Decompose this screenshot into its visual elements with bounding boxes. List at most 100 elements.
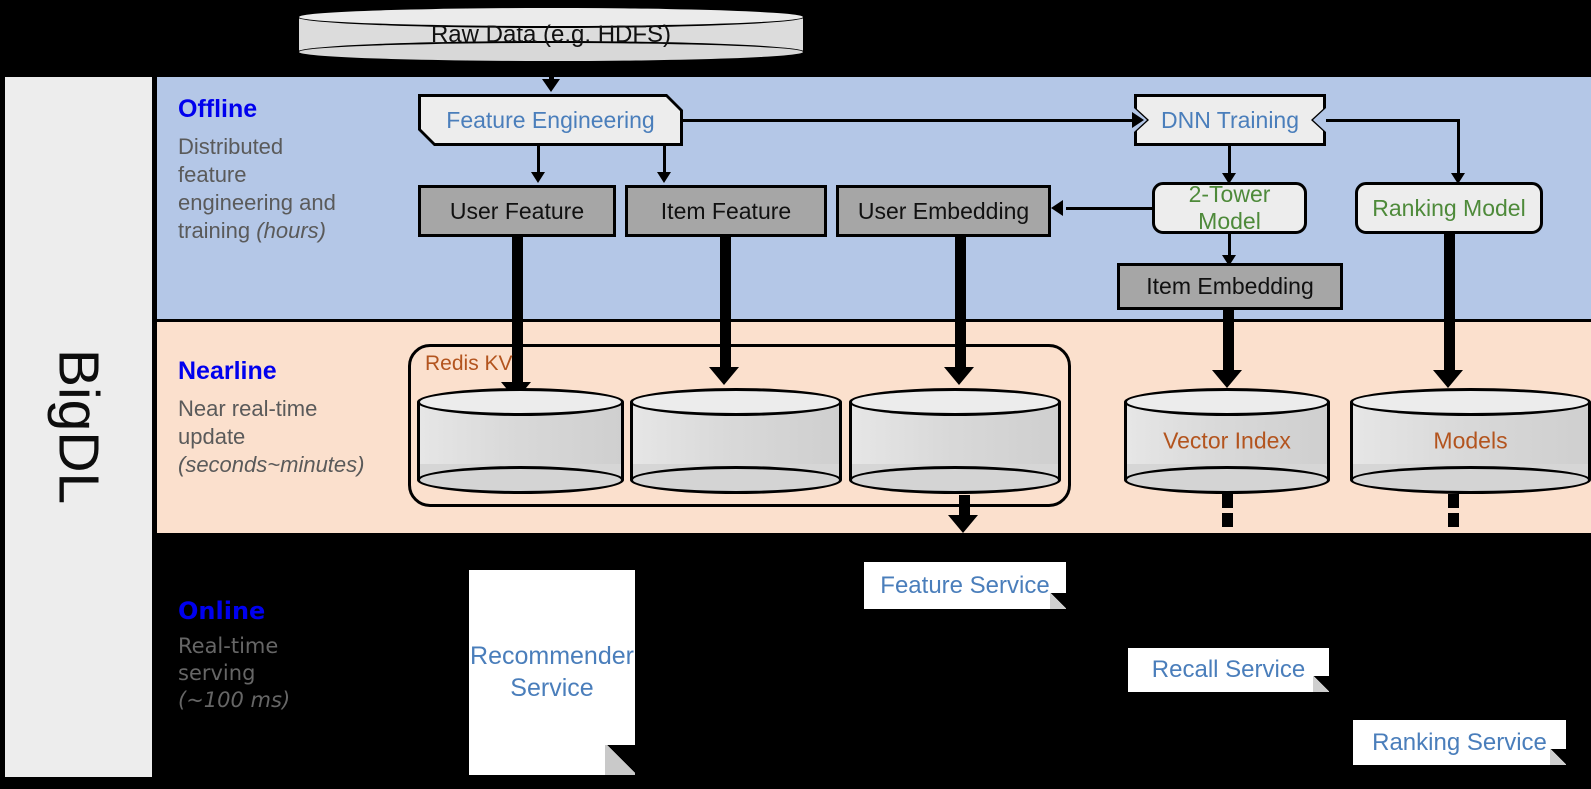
doc-feature-service[interactable]: Feature Service (864, 562, 1066, 609)
nearline-description: Near real-time update (seconds~minutes) (178, 395, 408, 479)
arrowhead-itemfeature-to-store (709, 367, 739, 385)
sidebar-title: BigDL (5, 77, 152, 777)
raw-data-label: Raw Data (e.g. HDFS) (430, 20, 672, 48)
connector-userembedding-to-store (955, 237, 966, 375)
connector-fe-to-itemfeature (663, 146, 666, 175)
arrowhead-dnn-to-twotower (1222, 173, 1236, 184)
cylinder-user-feature-store[interactable] (417, 388, 624, 494)
page-fold-icon (1550, 749, 1566, 765)
doc-ranking-service[interactable]: Ranking Service (1353, 720, 1566, 765)
node-item-embedding[interactable]: Item Embedding (1117, 263, 1343, 310)
online-description-italic: (~100 ms) (178, 688, 291, 713)
offline-description: Distributed feature engineering and trai… (178, 133, 378, 246)
node-item-feature[interactable]: Item Feature (625, 185, 827, 237)
nearline-caption: Nearline Near real-time update (seconds~… (178, 357, 408, 479)
cylinder-bottom (1350, 466, 1591, 494)
arrowhead-fe-to-itemfeature (657, 172, 671, 183)
node-feature-engineering-label-wrap: Feature Engineering (421, 97, 680, 143)
doc-feature-service-label: Feature Service (880, 571, 1050, 599)
arrowhead-twotower-to-userembedding (1051, 200, 1063, 216)
dashed-connector-models-1 (1448, 494, 1459, 508)
cylinder-bottom (417, 466, 624, 494)
sidebar-title-text: BigDL (46, 349, 111, 505)
node-user-embedding[interactable]: User Embedding (836, 185, 1051, 237)
nearline-description-text: Near real-time update (178, 395, 318, 449)
cylinder-vector-index[interactable]: Vector Index (1124, 388, 1330, 494)
node-ranking-model-label: Ranking Model (1372, 194, 1526, 221)
node-two-tower-model-label: 2-Tower Model (1188, 181, 1271, 234)
cylinder-bottom (630, 466, 842, 494)
connector-redis-to-featureservice (959, 495, 970, 520)
arrowhead-itemembedding-to-vectorindex (1212, 370, 1242, 388)
online-title: Online (178, 597, 266, 625)
page-fold-icon (1050, 593, 1066, 609)
cylinder-bottom (297, 41, 805, 63)
cylinder-models[interactable]: Models (1350, 388, 1591, 494)
node-feature-engineering[interactable]: Feature Engineering (418, 94, 683, 146)
node-dnn-training-label-wrap: DNN Training (1137, 97, 1323, 143)
cylinder-top (297, 6, 805, 28)
cylinder-top (417, 388, 624, 416)
arrowhead-fe-to-userfeature (531, 172, 545, 183)
doc-recall-service[interactable]: Recall Service (1128, 648, 1329, 692)
arrowhead-userembedding-to-store (944, 367, 974, 385)
node-ranking-model[interactable]: Ranking Model (1355, 182, 1543, 234)
connector-fe-to-dnn (683, 119, 1136, 122)
arrowhead-fe-to-dnn (1132, 112, 1144, 128)
connector-dnn-to-ranking-h (1326, 119, 1460, 122)
connector-dnn-to-twotower (1228, 146, 1231, 178)
cylinder-user-embedding-store[interactable] (849, 388, 1061, 494)
connector-fe-to-userfeature (537, 146, 540, 175)
node-dnn-training-label: DNN Training (1160, 106, 1300, 133)
cylinder-top (1124, 388, 1330, 416)
node-item-feature-label: Item Feature (660, 197, 792, 224)
doc-recommender-service[interactable]: Recommender Service (469, 570, 635, 775)
cylinder-top (630, 388, 842, 416)
arrowhead-redis-to-featureservice (948, 515, 978, 533)
redis-kv-container (408, 344, 1071, 507)
cylinder-vector-index-label: Vector Index (1163, 427, 1291, 454)
node-user-feature-label: User Feature (449, 197, 585, 224)
online-caption: Online Real-time serving (~100 ms) (178, 598, 388, 714)
sidebar-bigdl: BigDL (5, 77, 152, 777)
page-fold-icon (1313, 676, 1329, 692)
connector-itemembedding-to-vectorindex (1223, 310, 1234, 378)
connector-itemfeature-to-store (720, 237, 731, 375)
connector-rankingmodel-to-models (1444, 234, 1455, 378)
offline-caption: Offline Distributed feature engineering … (178, 95, 378, 246)
doc-recommender-service-label: Recommender Service (470, 642, 634, 702)
node-two-tower-model[interactable]: 2-Tower Model (1152, 181, 1307, 234)
arrowhead-dnn-to-ranking (1451, 173, 1465, 184)
dashed-connector-vectorindex-2 (1222, 513, 1233, 527)
node-dnn-training[interactable]: DNN Training (1134, 94, 1326, 146)
connector-rawdata-to-fe (549, 63, 554, 83)
node-feature-engineering-label: Feature Engineering (446, 106, 655, 133)
dashed-connector-vectorindex-1 (1222, 494, 1233, 508)
cylinder-top (1350, 388, 1591, 416)
node-user-embedding-label: User Embedding (857, 197, 1030, 224)
page-fold-icon (605, 745, 635, 775)
cylinder-models-label: Models (1433, 427, 1508, 454)
connector-twotower-to-itemembedding (1228, 234, 1231, 260)
raw-data-cylinder: Raw Data (e.g. HDFS) (297, 6, 805, 63)
doc-ranking-service-label: Ranking Service (1372, 728, 1547, 756)
online-description: Real-time serving (~100 ms) (178, 633, 388, 714)
node-user-feature[interactable]: User Feature (418, 185, 616, 237)
redis-kv-label: Redis KV (425, 352, 513, 375)
arrowhead-rawdata-to-fe (542, 79, 560, 92)
online-description-text: Real-time serving (178, 634, 279, 686)
doc-recall-service-label: Recall Service (1151, 656, 1306, 683)
cylinder-top (849, 388, 1061, 416)
cylinder-item-feature-store[interactable] (630, 388, 842, 494)
connector-userfeature-to-store (512, 237, 523, 390)
nearline-title: Nearline (178, 357, 277, 385)
offline-description-italic: (hours) (256, 217, 326, 243)
connector-dnn-to-ranking-v (1457, 119, 1460, 178)
cylinder-bottom (849, 466, 1061, 494)
dashed-connector-models-2 (1448, 513, 1459, 527)
offline-description-text: Distributed feature engineering and trai… (178, 133, 336, 243)
offline-title: Offline (178, 95, 258, 123)
node-item-embedding-label: Item Embedding (1146, 273, 1314, 299)
nearline-description-italic: (seconds~minutes) (178, 451, 365, 477)
